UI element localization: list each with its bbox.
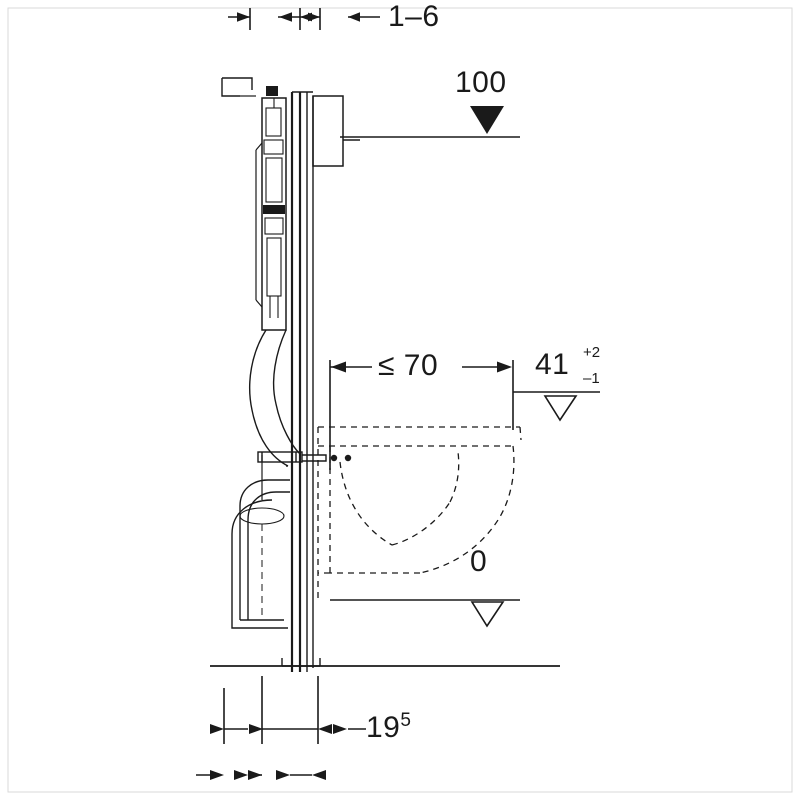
level-triangle-41 [513, 391, 600, 422]
dimension-label-seat-height: 41 [535, 348, 570, 381]
tolerance-minus: –1 [583, 370, 600, 387]
base-offset-superscript: 5 [400, 710, 412, 731]
dimension-label-floor-zero: 0 [470, 545, 488, 578]
dimension-label-100: 100 [455, 66, 507, 99]
floor-line [210, 599, 560, 667]
bottom-dimension-arrows [210, 724, 347, 780]
tolerance-plus: +2 [583, 344, 601, 361]
dimension-label-top-gap: 1–6 [388, 0, 440, 33]
level-triangle-100 [340, 106, 520, 138]
wall-bracket [257, 451, 352, 463]
wc-ceramic-outline [317, 426, 522, 600]
bottom-dimension-chain [196, 676, 366, 776]
top-dimension-arrows [237, 12, 360, 22]
dimension-label-projection: ≤ 70 [378, 349, 439, 382]
waste-pipe [231, 479, 290, 629]
frame-border [7, 7, 793, 793]
projection-dimension-arrows [331, 361, 512, 373]
installation-frame [281, 91, 321, 672]
dimension-label-base-offset: 195 [366, 711, 411, 743]
base-offset-value: 19 [366, 711, 401, 744]
